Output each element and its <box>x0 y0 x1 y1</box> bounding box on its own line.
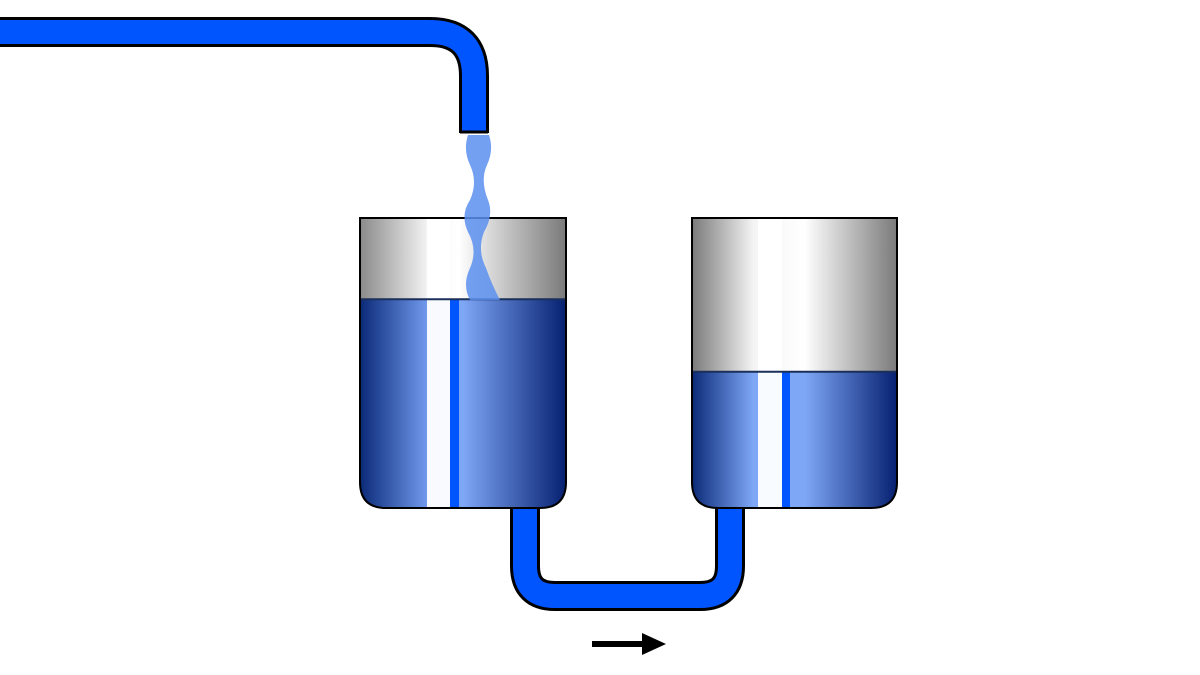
right-tank-highlight <box>758 218 782 508</box>
flow-arrow-icon <box>592 633 666 655</box>
supply-pipe <box>0 17 489 134</box>
right-tank-water <box>692 371 897 508</box>
left-tank-water <box>360 299 566 508</box>
water-stream <box>464 135 500 300</box>
left-tank <box>359 217 567 509</box>
right-tank-outline <box>691 217 898 509</box>
left-tank-highlight <box>427 218 450 508</box>
right-tank-water-stripe <box>782 371 790 508</box>
connecting-pipe <box>510 506 745 611</box>
right-tank <box>691 217 898 509</box>
left-tank-water-stripe <box>450 299 459 508</box>
left-tank-outline <box>359 217 567 509</box>
